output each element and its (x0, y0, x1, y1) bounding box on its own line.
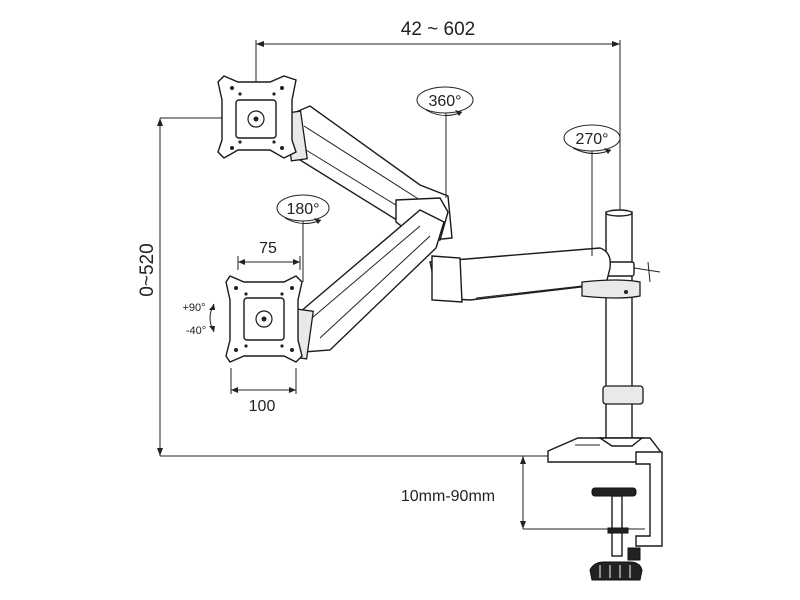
vesa-75-dimension: 75 (237, 240, 301, 270)
vesa-75-label: 75 (259, 240, 277, 257)
rotation-360-label: 360° (428, 93, 461, 110)
rotation-270-label: 270° (575, 131, 608, 148)
clamp-knob (589, 561, 643, 581)
arm-collar (581, 279, 641, 299)
desk-thickness-dimension: 10mm-90mm (401, 456, 645, 530)
reach-range-label: 42 ~ 602 (401, 19, 476, 40)
upper-vesa-plate (217, 75, 297, 159)
tilt-up-label: +90° (182, 302, 205, 314)
rotation-360-badge: 360° (416, 86, 474, 198)
pole-collar (602, 385, 644, 405)
height-range-label: 0~520 (137, 243, 158, 296)
tilt-down-label: -40° (186, 325, 206, 337)
height-dimension: 0~520 (137, 117, 610, 457)
pole (605, 211, 633, 451)
lower-vesa-plate (225, 275, 303, 363)
vesa-100-label: 100 (249, 398, 276, 415)
desk-thickness-label: 10mm-90mm (401, 488, 495, 505)
rotation-270-badge: 270° (563, 124, 621, 256)
first-arm (429, 247, 641, 303)
tilt-indicator: +90° -40° (182, 302, 215, 337)
rotation-180-label: 180° (286, 201, 319, 218)
lower-gas-arm (290, 209, 445, 360)
rotation-180-badge: 180° (276, 194, 330, 282)
reach-dimension: 42 ~ 602 (255, 19, 621, 215)
vesa-100-dimension: 100 (230, 368, 297, 415)
pole-assembly (547, 209, 663, 581)
desk-clamp (635, 451, 663, 547)
